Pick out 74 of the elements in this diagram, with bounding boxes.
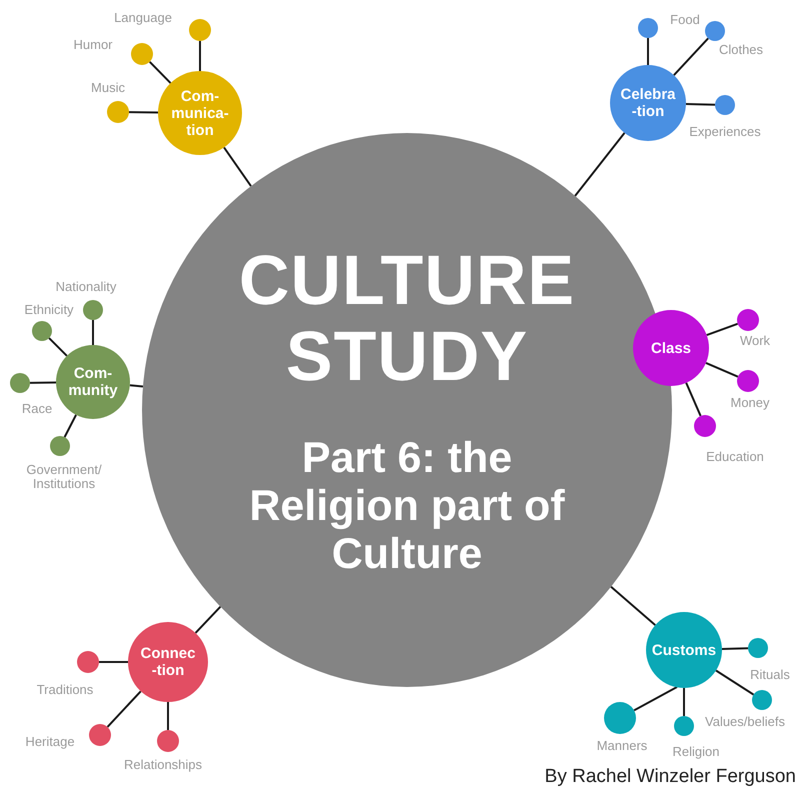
connector-line xyxy=(706,322,738,336)
leaf-label: Food xyxy=(670,13,700,27)
topic-label: Com- munity xyxy=(67,365,119,399)
leaf-label: Nationality xyxy=(56,280,116,294)
leaf-dot xyxy=(737,309,759,331)
connector-line xyxy=(194,606,222,634)
leaf-dot xyxy=(89,724,111,746)
leaf-dot xyxy=(715,95,735,115)
leaf-dot xyxy=(705,21,725,41)
topic-label: Celebra -tion xyxy=(619,86,677,120)
leaf-dot xyxy=(107,101,129,123)
connector-line xyxy=(574,132,626,196)
leaf-label: Religion xyxy=(672,745,720,759)
topic-label: Com- munica- tion xyxy=(170,88,230,138)
leaf-dot xyxy=(83,300,103,320)
connector-line xyxy=(167,702,169,730)
leaf-dot xyxy=(737,370,759,392)
connector-line xyxy=(715,670,754,696)
leaf-label: Rituals xyxy=(750,668,790,682)
leaf-dot xyxy=(32,321,52,341)
leaf-label: Clothes xyxy=(718,43,764,57)
topic-label: Connec -tion xyxy=(139,645,196,679)
leaf-dot xyxy=(694,415,716,437)
connector-line xyxy=(30,382,56,384)
leaf-label: Money xyxy=(730,396,770,410)
leaf-dot xyxy=(10,373,30,393)
main-title: CULTURE STUDY xyxy=(238,242,576,394)
leaf-dot xyxy=(131,43,153,65)
leaf-label: Heritage xyxy=(25,735,75,749)
leaf-dot xyxy=(77,651,99,673)
connector-line xyxy=(722,647,748,650)
connector-line xyxy=(149,61,172,84)
leaf-label: Race xyxy=(22,402,52,416)
leaf-label: Music xyxy=(91,81,125,95)
connector-line xyxy=(683,688,685,716)
topic-label: Class xyxy=(650,340,692,356)
connector-line xyxy=(223,146,252,187)
author-credit: By Rachel Winzeler Ferguson xyxy=(544,766,796,788)
leaf-dot xyxy=(50,436,70,456)
leaf-label: Ethnicity xyxy=(24,303,74,317)
leaf-label: Language xyxy=(114,11,172,25)
connector-line xyxy=(685,382,702,416)
connector-line xyxy=(48,337,68,357)
leaf-dot xyxy=(189,19,211,41)
connector-line xyxy=(99,661,128,663)
leaf-label: Experiences xyxy=(689,125,761,139)
leaf-label: Education xyxy=(706,450,764,464)
leaf-label: Humor xyxy=(74,38,112,52)
leaf-dot xyxy=(752,690,772,710)
leaf-label: Manners xyxy=(596,739,648,753)
leaf-dot xyxy=(157,730,179,752)
leaf-dot xyxy=(604,702,636,734)
connector-line xyxy=(92,320,94,345)
leaf-label: Work xyxy=(740,334,770,348)
topic-label: Customs xyxy=(650,642,718,658)
connector-line xyxy=(130,384,144,388)
connector-line xyxy=(610,586,656,626)
connector-line xyxy=(647,38,649,65)
connector-line xyxy=(634,686,678,712)
leaf-dot xyxy=(748,638,768,658)
leaf-label: Traditions xyxy=(36,683,94,697)
leaf-dot xyxy=(638,18,658,38)
connector-line xyxy=(106,690,142,728)
connector-line xyxy=(64,414,77,438)
connector-line xyxy=(128,111,158,114)
leaf-dot xyxy=(674,716,694,736)
connector-line xyxy=(706,362,738,378)
connector-line xyxy=(686,102,716,106)
leaf-label: Values/beliefs xyxy=(705,715,785,729)
leaf-label: Relationships xyxy=(124,758,202,772)
connector-line xyxy=(673,38,709,76)
subtitle: Part 6: the Religion part of Culture xyxy=(248,434,566,578)
leaf-label: Government/ Institutions xyxy=(25,463,103,491)
connector-line xyxy=(199,41,201,71)
